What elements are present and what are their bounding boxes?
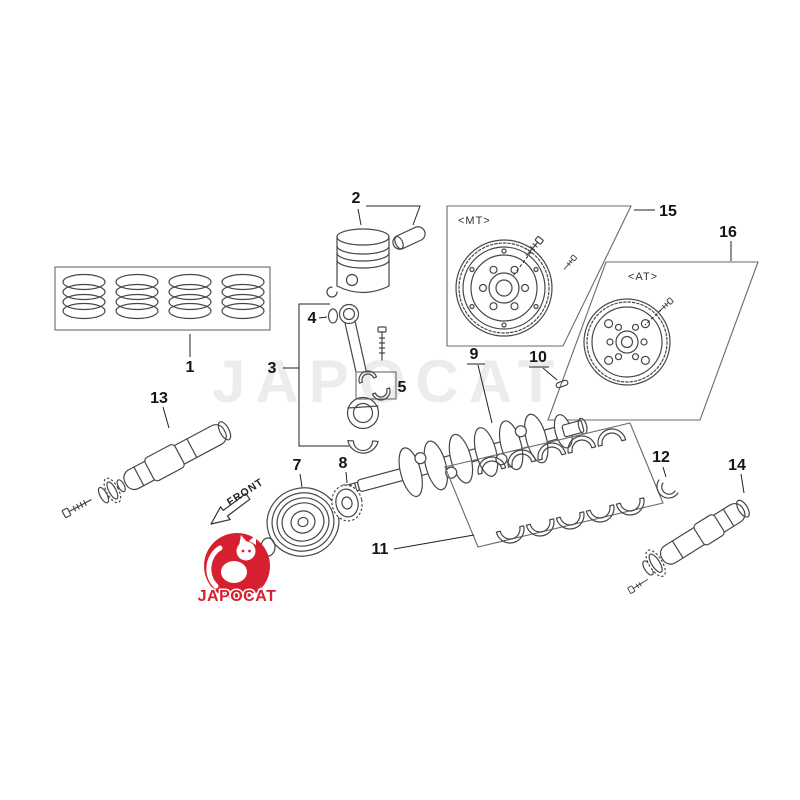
part-label-3: 3 <box>268 360 277 377</box>
cat-ear-right <box>249 535 256 545</box>
cat-tail <box>206 545 223 589</box>
piston-pin <box>392 226 426 250</box>
flywheel-mt-box: <MT> 15 <box>446 203 677 347</box>
part-label-4: 4 <box>308 310 317 327</box>
part-label-11: 11 <box>372 541 389 558</box>
part-label-5: 5 <box>398 379 407 396</box>
cat-head <box>236 541 256 561</box>
main-bearing-shells-lower <box>495 497 645 544</box>
part-label-13: 13 <box>150 390 168 407</box>
piston-rings-set: 1 <box>54 266 271 376</box>
front-arrow: FRONT <box>210 476 266 525</box>
connecting-rod <box>338 303 380 454</box>
crankshaft <box>341 413 588 498</box>
cat-ear-left <box>239 535 247 546</box>
piston <box>336 228 390 294</box>
front-arrow-label: FRONT <box>225 476 266 508</box>
at-label: <AT> <box>628 271 658 283</box>
part-label-10: 10 <box>529 349 547 366</box>
woodruff-key <box>555 379 569 389</box>
watermark-text: JAPOCAT <box>212 348 564 415</box>
flywheel-mt <box>455 239 553 337</box>
part-label-9: 9 <box>470 346 479 363</box>
cat-body <box>221 561 247 583</box>
cat-eye-left <box>241 549 245 553</box>
part-label-8: 8 <box>339 455 348 472</box>
rod-bearing-shells <box>355 370 397 401</box>
part-label-2: 2 <box>352 190 361 207</box>
thrust-washer <box>656 479 679 499</box>
balance-shaft-left <box>97 421 232 504</box>
flexplate-at-box: <AT> 16 <box>547 224 759 421</box>
mt-label: <MT> <box>458 215 491 227</box>
timing-gear <box>331 484 363 522</box>
balance-shaft-right <box>642 499 750 578</box>
balance-shaft-right-bolt <box>627 579 649 594</box>
flywheel-bolt-small <box>563 254 578 270</box>
japocat-logo: JAPOCAT <box>196 533 277 607</box>
crank-pulley <box>266 487 340 557</box>
part-label-16: 16 <box>719 224 737 241</box>
pin-circlip <box>326 286 338 298</box>
main-bearings-box: 11 <box>372 422 664 558</box>
part-label-7: 7 <box>293 457 302 474</box>
small-end-bushing <box>327 308 339 324</box>
main-bearing-shells-upper <box>477 428 627 475</box>
cat-eye-right <box>248 549 251 553</box>
rod-bolt <box>377 326 387 361</box>
japocat-logo-text: JAPOCAT <box>198 588 277 605</box>
flexplate-at <box>583 298 671 386</box>
part-label-14: 14 <box>728 457 746 474</box>
part-label-12: 12 <box>652 449 670 466</box>
part-label-15: 15 <box>659 203 677 220</box>
part-label-1: 1 <box>186 359 195 376</box>
balance-shaft-left-bolt <box>61 499 92 519</box>
